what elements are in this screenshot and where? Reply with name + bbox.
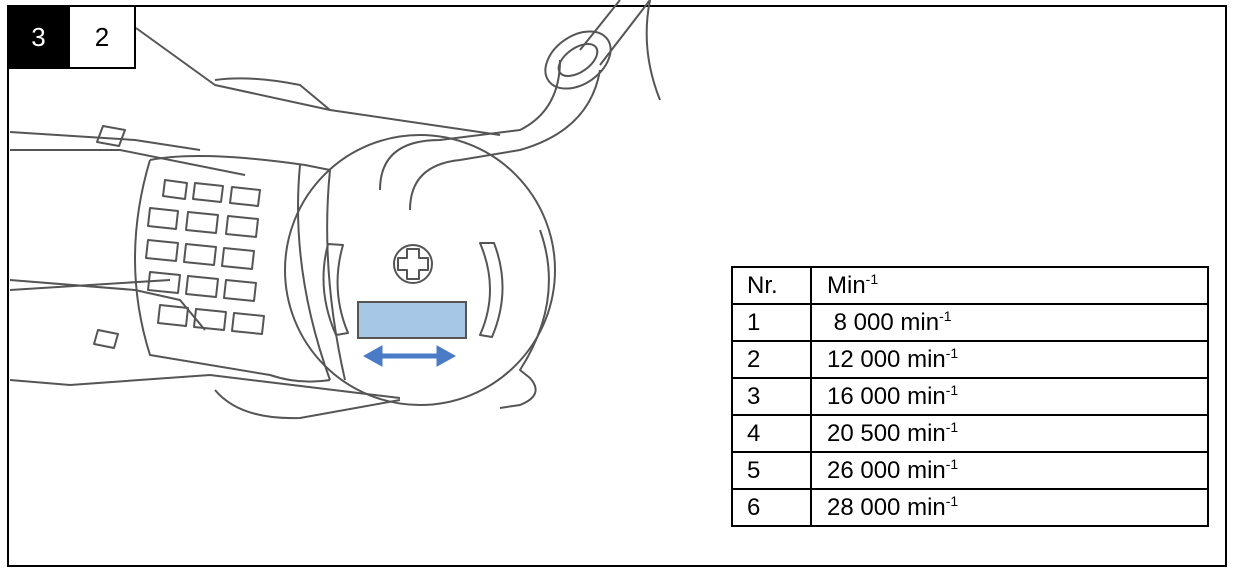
table-row: 4 20 500 min-1 [731, 414, 1209, 453]
tool-head [134, 155, 331, 383]
row-nr: 3 [731, 377, 812, 416]
speed-value: 26 000 min [827, 457, 946, 484]
speed-dial-window [357, 301, 467, 339]
speed-exp: -1 [939, 308, 952, 324]
table-row: 2 12 000 min-1 [731, 340, 1209, 379]
step-number-badge: 2 [70, 5, 136, 69]
table-header-row: Nr. Min-1 [731, 266, 1209, 305]
speed-value: 28 000 min [827, 494, 946, 521]
header-nr: Nr. [731, 266, 812, 305]
row-speed: 12 000 min-1 [810, 340, 1209, 379]
row-speed: 16 000 min-1 [810, 377, 1209, 416]
figure-frame [7, 5, 1227, 567]
speed-exp: -1 [945, 493, 959, 509]
row-nr: 6 [731, 488, 812, 527]
speed-exp: -1 [945, 345, 959, 361]
row-nr: 1 [731, 303, 812, 342]
speed-table: Nr. Min-1 1 8 000 min-1 2 12 000 min-1 3… [731, 266, 1209, 527]
figure-number-badge: 3 [7, 5, 70, 69]
header-unit-exp: -1 [865, 271, 879, 287]
row-nr: 4 [731, 414, 812, 453]
header-unit-base: Min [827, 272, 866, 299]
speed-value: 20 500 min [827, 420, 946, 447]
row-speed: 20 500 min-1 [810, 414, 1209, 453]
speed-exp: -1 [945, 419, 959, 435]
row-speed: 28 000 min-1 [810, 488, 1209, 527]
table-row: 3 16 000 min-1 [731, 377, 1209, 416]
vent-grid [145, 179, 265, 335]
row-speed: 26 000 min-1 [810, 451, 1209, 490]
speed-value: 8 000 min [827, 309, 940, 336]
table-row: 6 28 000 min-1 [731, 488, 1209, 527]
speed-exp: -1 [945, 456, 959, 472]
table-row: 1 8 000 min-1 [731, 303, 1209, 342]
table-row: 5 26 000 min-1 [731, 451, 1209, 490]
speed-value: 12 000 min [827, 346, 946, 373]
power-cable [379, 0, 651, 211]
row-nr: 5 [731, 451, 812, 490]
row-nr: 2 [731, 340, 812, 379]
double-arrow-icon [362, 345, 457, 367]
speed-exp: -1 [945, 382, 959, 398]
front-housing [284, 134, 556, 406]
header-unit: Min-1 [810, 266, 1209, 305]
tool-body [9, 27, 501, 399]
screw-head-icon [393, 244, 433, 284]
speed-value: 16 000 min [827, 383, 946, 410]
row-speed: 8 000 min-1 [810, 303, 1209, 342]
